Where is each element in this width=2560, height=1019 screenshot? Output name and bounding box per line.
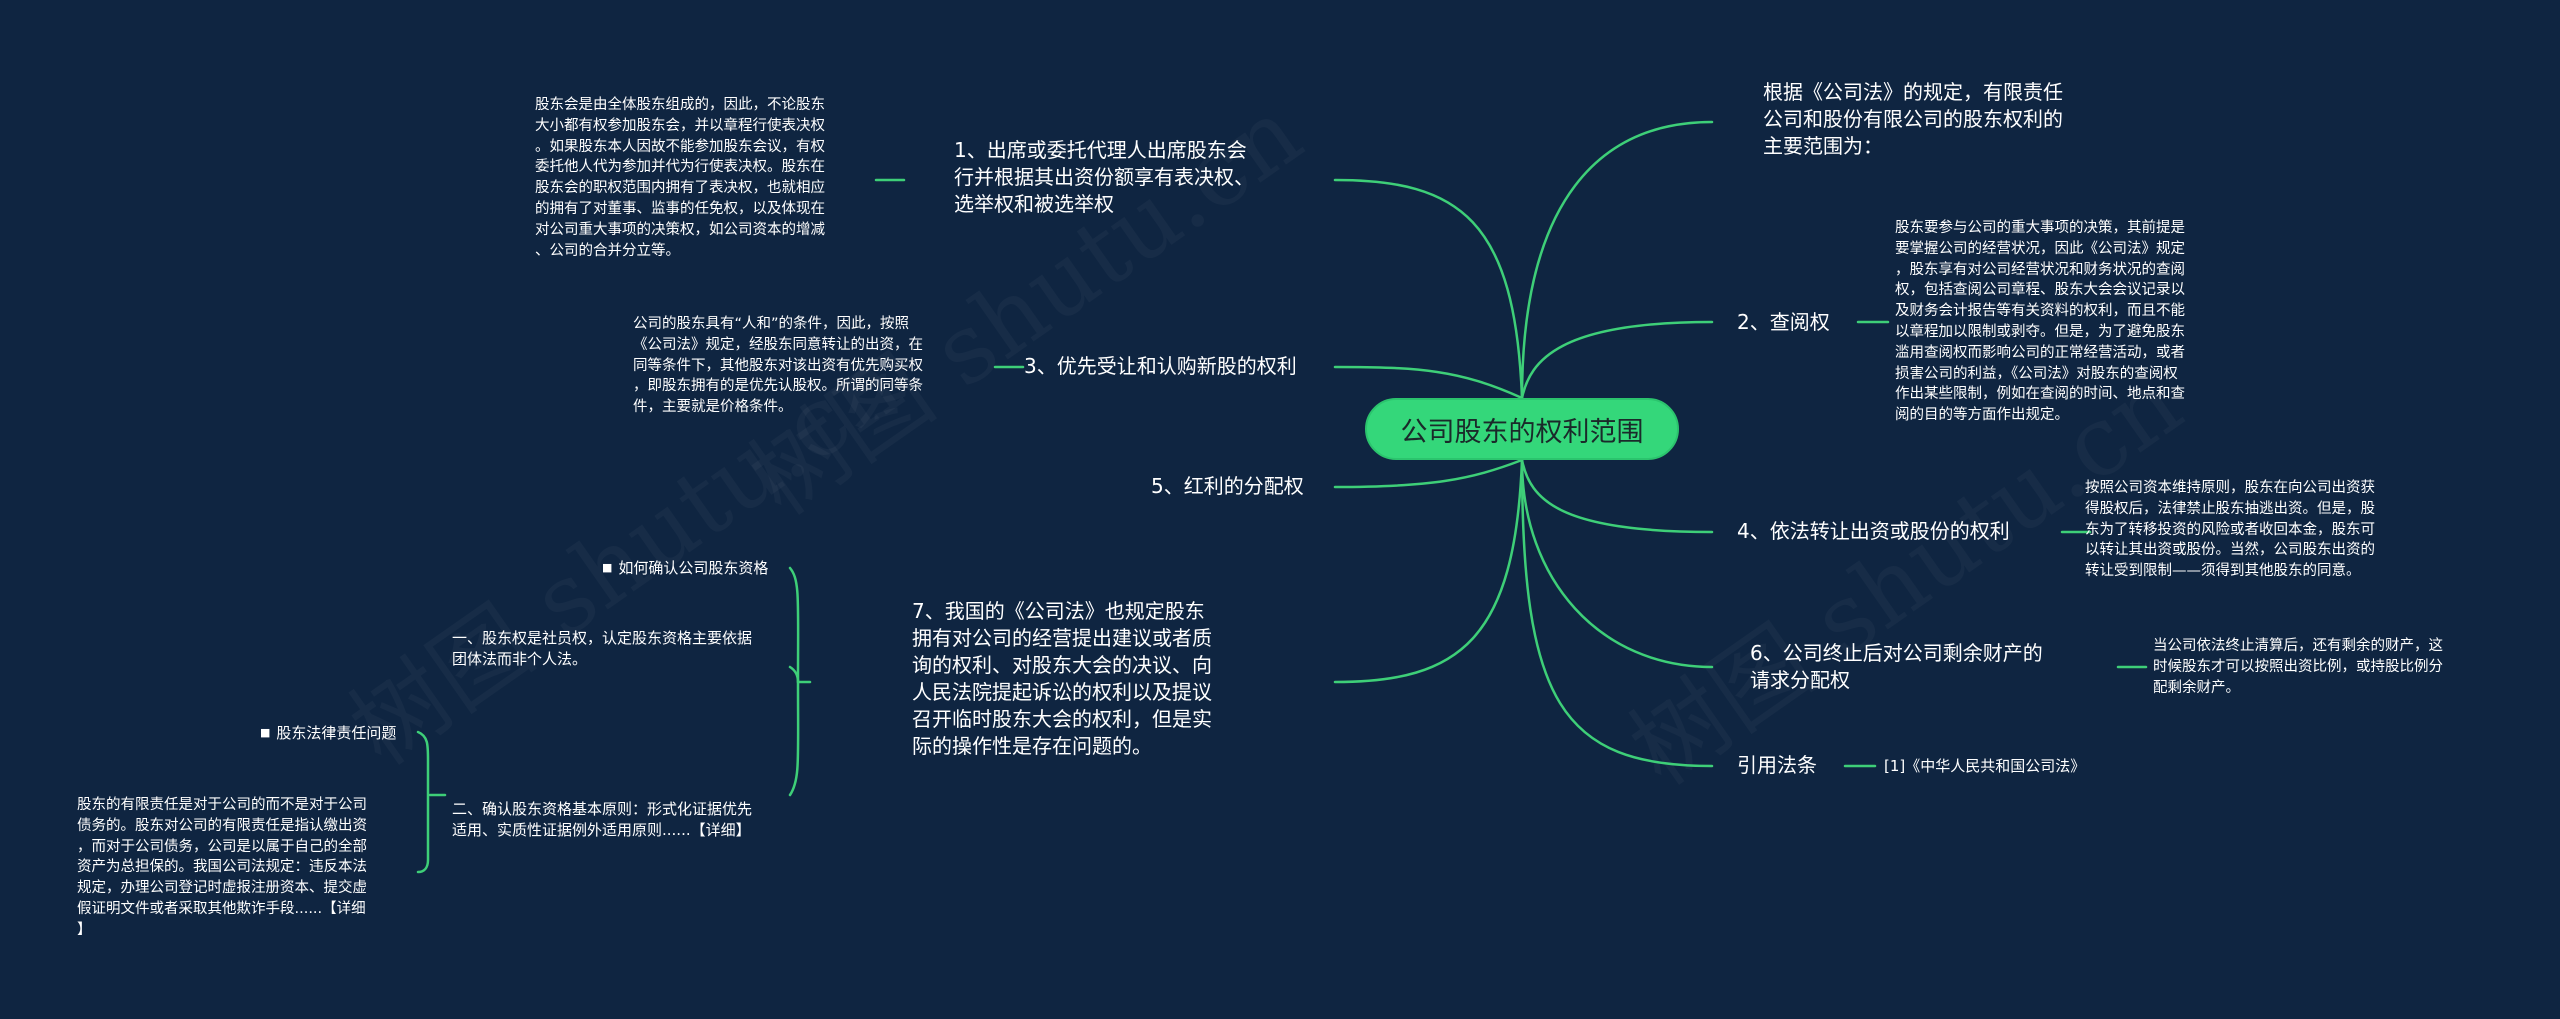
branch-3-preemptive-right[interactable]: 3、优先受让和认购新股的权利 xyxy=(1024,354,1297,378)
branch-5-dividend-right[interactable]: 5、红利的分配权 xyxy=(1151,474,1304,498)
branch-7-suggestion-inquiry[interactable]: 7、我国的《公司法》也规定股东 拥有对公司的经营提出建议或者质 询的权利、对股东… xyxy=(912,599,1212,758)
sub-confirm-shareholder-status[interactable]: 如何确认公司股东资格 xyxy=(602,557,768,579)
branch-1-detail: 股东会是由全体股东组成的，因此，不论股东 大小都有权参加股东会，并以章程行使表决… xyxy=(535,97,825,259)
legal-liability-detail: 股东的有限责任是对于公司的而不是对于公司 债务的。股东对公司的有限责任是指认缴出… xyxy=(77,797,367,938)
branch-4-transfer-right[interactable]: 4、依法转让出资或股份的权利 xyxy=(1737,519,2010,543)
branch-2-inspection-right[interactable]: 2、查阅权 xyxy=(1737,310,1830,334)
central-topic[interactable]: 公司股东的权利范围 xyxy=(1365,398,1679,460)
intro-node[interactable]: 根据《公司法》的规定，有限责任 公司和股份有限公司的股东权利的 主要范围为： xyxy=(1763,80,2063,158)
sub-basic-principle[interactable]: 二、确认股东资格基本原则：形式化证据优先 适用、实质性证据例外适用原则.....… xyxy=(452,800,753,839)
citation-company-law[interactable]: [1]《中华人民共和国公司法》 xyxy=(1884,757,2086,775)
branch-ref-citations[interactable]: 引用法条 xyxy=(1737,753,1817,777)
branch-6-detail: 当公司依法终止清算后，还有剩余的财产，这 时候股东才可以按照出资比例，或持股比例… xyxy=(2153,638,2443,696)
branch-4-detail: 按照公司资本维持原则，股东在向公司出资获 得股权后，法律禁止股东抽逃出资。但是，… xyxy=(2085,480,2375,580)
sub-member-right[interactable]: 一、股东权是社员权，认定股东资格主要依据 团体法而非个人法。 xyxy=(452,629,753,668)
branch-2-detail: 股东要参与公司的重大事项的决策，其前提是 要掌握公司的经营状况，因此《公司法》规… xyxy=(1895,220,2185,424)
branch-3-detail: 公司的股东具有“人和”的条件，因此，按照 《公司法》规定，经股东同意转让的出资，… xyxy=(633,316,923,416)
branch-6-residual-property[interactable]: 6、公司终止后对公司剩余财产的 请求分配权 xyxy=(1750,641,2043,692)
sub-legal-liability[interactable]: 股东法律责任问题 xyxy=(260,722,396,744)
branch-1-attend-meeting[interactable]: 1、出席或委托代理人出席股东会 行并根据其出资份额享有表决权、 选举权和被选举权 xyxy=(954,138,1254,216)
